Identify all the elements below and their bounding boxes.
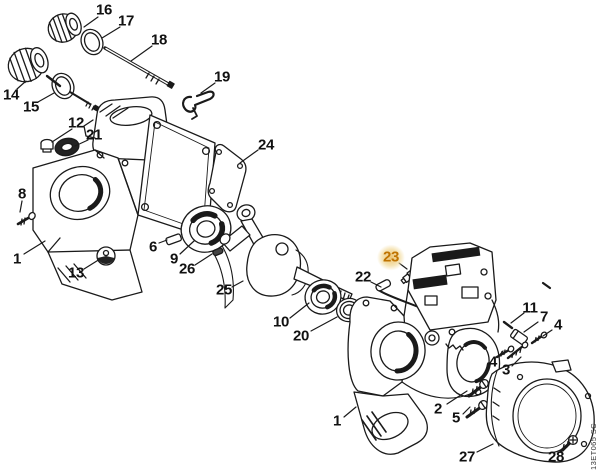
screw-2-drawing	[467, 378, 489, 398]
callout-16: 16	[95, 1, 113, 19]
callout-15: 15	[22, 98, 40, 116]
leader-lines	[16, 16, 569, 453]
callout-21: 21	[85, 126, 103, 144]
callout-3: 3	[501, 361, 511, 379]
callout-12: 12	[67, 114, 85, 132]
plug-13-drawing	[96, 246, 116, 266]
callout-9: 9	[169, 250, 179, 268]
callout-2: 2	[433, 400, 443, 418]
callout-22: 22	[354, 268, 372, 286]
screw-8-drawing	[16, 211, 36, 226]
o-ring-15-drawing	[51, 72, 100, 112]
callout-25: 25	[215, 281, 233, 299]
callout-5: 5	[451, 409, 461, 427]
callout-27: 27	[458, 448, 476, 466]
dowel-pin-6-drawing	[165, 233, 182, 246]
oil-cap-14-drawing	[7, 47, 62, 88]
oil-seal-21-drawing	[54, 137, 80, 157]
bearing-10-drawing	[304, 279, 342, 315]
callout-17: 17	[117, 12, 135, 30]
cap-12-drawing	[40, 138, 54, 153]
callout-11: 11	[522, 299, 538, 317]
callout-26: 26	[178, 260, 196, 278]
woodruff-key-26-drawing	[212, 247, 224, 257]
callout-28: 28	[547, 448, 565, 466]
rod-18-drawing	[103, 46, 175, 89]
o-ring-17-drawing	[80, 28, 104, 56]
callout-8: 8	[17, 185, 27, 203]
callout-13: 13	[67, 264, 85, 282]
clip-19-drawing	[182, 90, 215, 120]
callout-10: 10	[272, 313, 290, 331]
fan-cover-27-drawing	[485, 359, 595, 463]
callout-4-upper: 4	[553, 316, 563, 334]
callout-20: 20	[292, 327, 310, 345]
callout-1-left: 1	[12, 250, 22, 268]
callout-6: 6	[148, 238, 158, 256]
gasket-24-drawing	[207, 143, 247, 213]
callout-14: 14	[2, 86, 20, 104]
pin-11-drawing	[502, 320, 514, 330]
filler-cap-16-drawing	[47, 12, 82, 43]
callout-24: 24	[257, 136, 275, 154]
callout-4-lower: 4	[488, 353, 498, 371]
callout-7: 7	[539, 308, 549, 326]
callout-1-bottom: 1	[332, 412, 342, 430]
drawing-code: 13ET065 SC	[589, 423, 598, 470]
screw-28-drawing	[559, 434, 579, 453]
callout-23-highlighted: 23	[382, 248, 400, 266]
left-crankcase-drawing	[32, 96, 234, 309]
screw-3-drawing	[506, 341, 529, 360]
callout-19: 19	[213, 68, 231, 86]
callout-18: 18	[150, 31, 168, 49]
screw-4a-drawing	[530, 331, 548, 345]
